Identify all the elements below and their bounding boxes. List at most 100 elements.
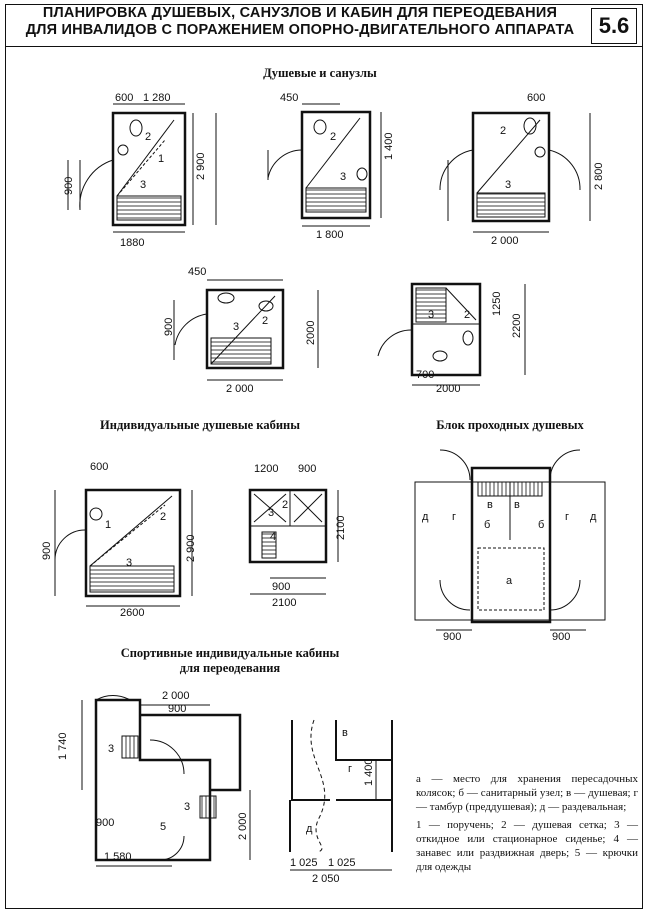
plan3-walls xyxy=(471,111,551,223)
c1-dim-900: 900 xyxy=(41,542,53,560)
p2-dim-1400: 1 400 xyxy=(383,132,395,160)
block-core xyxy=(470,466,552,624)
sp1-dim-2000v: 2 000 xyxy=(237,812,249,840)
c1-mark-3: 3 xyxy=(126,557,132,569)
sport2-path xyxy=(310,719,326,853)
block-storage xyxy=(477,547,545,611)
sport-cabin-1 xyxy=(81,694,251,867)
plan2-walls xyxy=(300,110,372,220)
block-door-right2 xyxy=(549,579,581,611)
p4-mark-3: 3 xyxy=(233,321,239,333)
cabin1-walls xyxy=(84,488,182,598)
sp2-dim-1025b: 1 025 xyxy=(328,857,356,869)
blk-dim-900-left: 900 xyxy=(443,631,461,643)
header-divider xyxy=(5,46,643,47)
cabin1-seat xyxy=(89,565,175,593)
title-line-2: ДЛЯ ИНВАЛИДОВ С ПОРАЖЕНИЕМ ОПОРНО-ДВИГАТ… xyxy=(25,22,575,38)
sport1-walls xyxy=(94,698,212,862)
cabin-2 xyxy=(248,488,339,595)
cabin2-x2b xyxy=(293,493,323,523)
p2-mark-3: 3 xyxy=(340,171,346,183)
p3-mark-3: 3 xyxy=(505,179,511,191)
blk-mark-a: а xyxy=(506,575,513,587)
plan5-sink xyxy=(462,330,474,346)
sp1-mark-5: 5 xyxy=(160,821,166,833)
cabin2-x1b xyxy=(253,493,287,523)
p1-mark-2: 2 xyxy=(145,131,151,143)
sport1-door-top xyxy=(95,694,131,701)
plan4-toilet xyxy=(258,300,274,312)
blk-mark-v-left: в xyxy=(487,499,493,511)
c1-dim-2600: 2600 xyxy=(120,607,144,619)
blk-mark-b-right: б xyxy=(538,519,544,531)
sp2-mark-d: д xyxy=(306,823,313,835)
plan1-seat xyxy=(116,195,182,221)
sport2-right-wall xyxy=(335,720,392,761)
sheet-number: 5.6 xyxy=(591,8,637,44)
plan5-door-swing xyxy=(377,329,413,357)
p2-dim-450: 450 xyxy=(280,92,298,104)
p2-mark-2: 2 xyxy=(330,131,336,143)
c2-mark-3: 3 xyxy=(268,507,274,519)
sport1-door-mid xyxy=(149,739,185,775)
cabin1-door-swing xyxy=(54,529,87,561)
plan5-toilet xyxy=(432,350,448,362)
sport1-bench2 xyxy=(199,795,217,819)
c2-dim-1200: 1200 xyxy=(254,463,278,475)
legend-items: 1 — поручень; 2 — душевая сетка; 3 — отк… xyxy=(416,819,638,873)
sp1-dim-1740: 1 740 xyxy=(57,732,69,760)
sport1-walls2 xyxy=(140,713,242,792)
cabin-1 xyxy=(54,488,193,607)
block-door-left xyxy=(439,449,471,481)
sp1-dim-900: 900 xyxy=(168,703,186,715)
blk-mark-g-right: г xyxy=(565,511,569,523)
sp1-mark-3: 3 xyxy=(108,743,114,755)
c2-mark-2: 2 xyxy=(282,499,288,511)
blk-dim-900-right: 900 xyxy=(552,631,570,643)
cabin1-diag2 xyxy=(89,504,166,567)
p5-mark-3: 3 xyxy=(428,309,434,321)
plan-3 xyxy=(439,111,591,233)
sp2-mark-g: г xyxy=(348,763,352,775)
sport-cabin-2 xyxy=(289,719,393,871)
title-line-1: ПЛАНИРОВКА ДУШЕВЫХ, САНУЗЛОВ И КАБИН ДЛЯ… xyxy=(42,5,558,21)
section-title-individual-cabins: Индивидуальные душевые кабины xyxy=(100,418,300,432)
sp1-dim-1580: 1 580 xyxy=(104,851,132,863)
p5-dim-2200: 2200 xyxy=(511,314,523,338)
plan1-door-swing xyxy=(79,159,114,211)
plan4-sink xyxy=(217,292,235,304)
c1-mark-2: 2 xyxy=(160,511,166,523)
c1-dim-2900: 2 900 xyxy=(185,534,197,562)
plan5-diag xyxy=(445,287,477,321)
p2-dim-1800: 1 800 xyxy=(316,229,344,241)
blk-mark-v-right: в xyxy=(514,499,520,511)
plan-4 xyxy=(173,279,319,381)
plan2-sink xyxy=(356,167,368,181)
sp1-mark-3b: 3 xyxy=(184,801,190,813)
plan5-walls xyxy=(410,282,482,377)
sp2-mark-v: в xyxy=(342,727,348,739)
plan3-toilet xyxy=(523,117,537,135)
plan-2 xyxy=(267,103,382,227)
sport1-bench1 xyxy=(121,735,139,759)
sport-title-line-2: для переодевания xyxy=(179,661,281,675)
c2-dim-900: 900 xyxy=(298,463,316,475)
passage-block xyxy=(414,449,606,631)
plan3-seat xyxy=(476,192,546,218)
sp2-dim-1025a: 1 025 xyxy=(290,857,318,869)
plan4-walls xyxy=(205,288,285,370)
plan4-seat xyxy=(210,337,272,365)
p1-dim-1280: 1 280 xyxy=(143,92,171,104)
plan4-diag xyxy=(210,295,276,365)
sp2-dim-2050: 2 050 xyxy=(312,873,340,885)
plan-1 xyxy=(67,103,217,233)
p1-dim-2900: 2 900 xyxy=(195,152,207,180)
p5-mark-2: 2 xyxy=(464,309,470,321)
plan-5 xyxy=(377,282,526,386)
page-title: ПЛАНИРОВКА ДУШЕВЫХ, САНУЗЛОВ И КАБИН ДЛЯ… xyxy=(20,5,580,39)
section-title-sport-cabins: Спортивные индивидуальные кабины для пер… xyxy=(100,646,360,676)
plan3-door-left xyxy=(439,149,474,191)
c2-dim-2100: 2100 xyxy=(335,516,347,540)
blk-mark-d-right: д xyxy=(590,511,597,523)
